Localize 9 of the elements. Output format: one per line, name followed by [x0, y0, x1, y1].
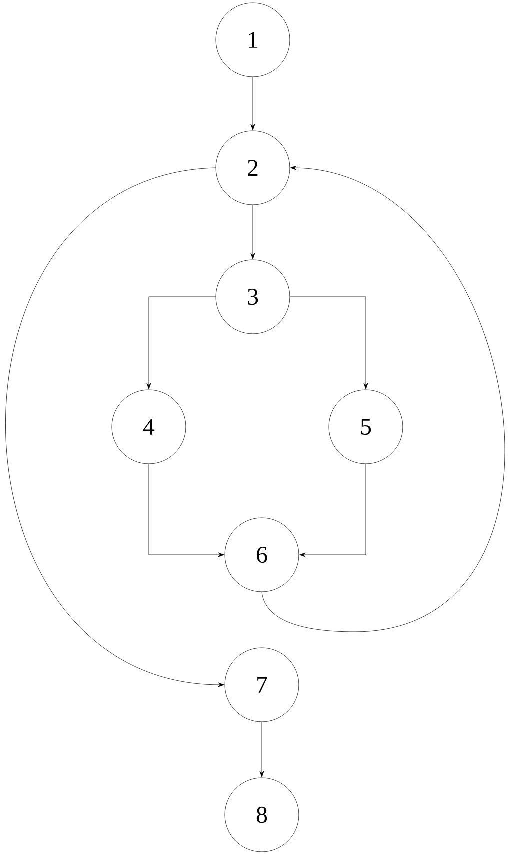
arrow: [300, 464, 366, 558]
arrow: [250, 77, 256, 130]
arrow: [262, 166, 506, 632]
arrow: [6, 168, 224, 688]
arrow: [148, 464, 224, 558]
arrow: [290, 296, 368, 390]
arrow: [250, 205, 256, 260]
arrow: [260, 722, 264, 778]
arrow: [146, 296, 216, 390]
